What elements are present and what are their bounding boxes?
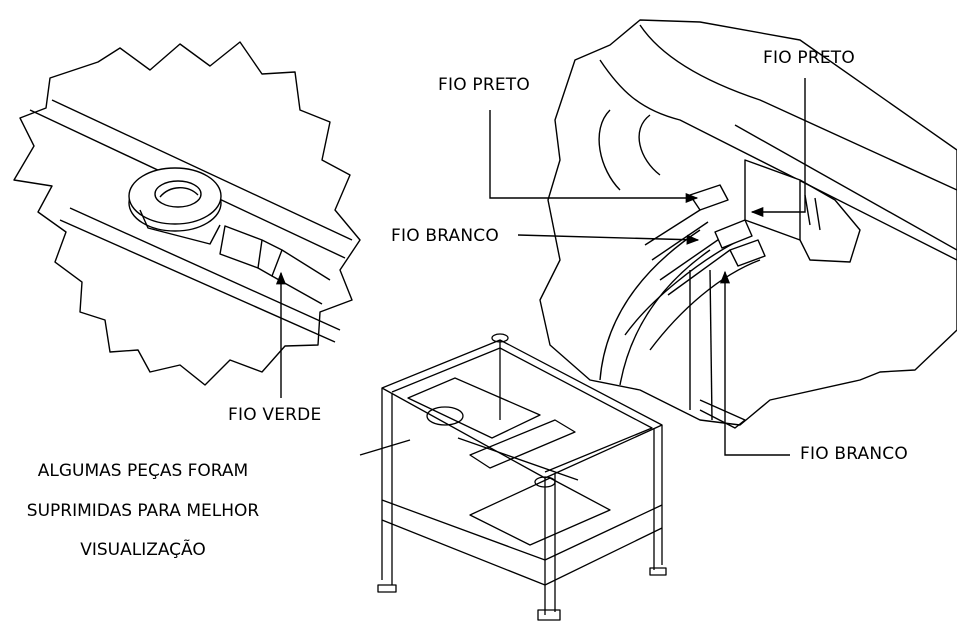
label-fio-branco-left: FIO BRANCO [391, 226, 499, 246]
note-line-3: VISUALIZAÇÃO [80, 540, 206, 560]
label-fio-preto-right: FIO PRETO [763, 48, 855, 68]
note-line-1: ALGUMAS PEÇAS FORAM [37, 461, 249, 481]
arrow-fio-preto-left [489, 110, 699, 204]
ground-terminal-detail [13, 41, 361, 386]
label-fio-branco-right: FIO BRANCO [800, 444, 908, 464]
arrow-fio-preto-right [750, 78, 806, 218]
note-line-2: SUPRIMIDAS PARA MELHOR [26, 501, 260, 521]
arrow-fio-branco-left [517, 234, 700, 245]
terminal-block-detail [539, 19, 957, 429]
label-fio-verde: FIO VERDE [228, 405, 322, 425]
arrow-fio-branco-right [719, 270, 790, 456]
label-fio-preto-left: FIO PRETO [438, 75, 530, 95]
cart-frame [359, 333, 667, 621]
